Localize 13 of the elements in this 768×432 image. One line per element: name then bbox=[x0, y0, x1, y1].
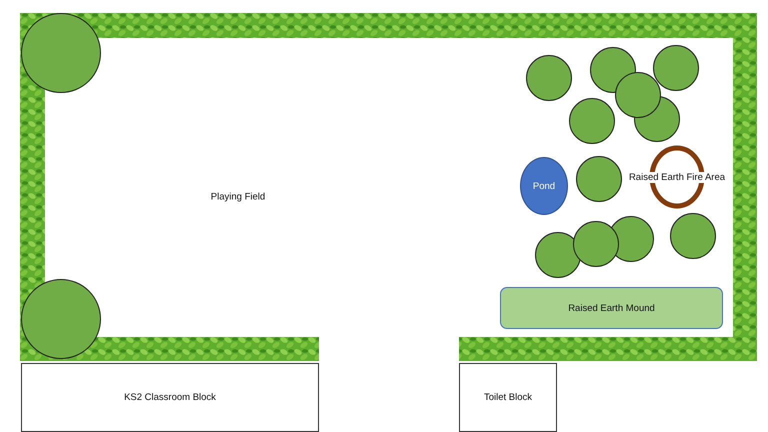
tree-canopy bbox=[573, 221, 619, 267]
tree-canopy bbox=[535, 232, 581, 278]
pond: Pond bbox=[520, 157, 568, 215]
earth-mound: Raised Earth Mound bbox=[500, 287, 723, 329]
area-label: Raised Earth Fire Area bbox=[628, 172, 726, 182]
tree-canopy bbox=[526, 55, 572, 101]
classroom-block: KS2 Classroom Block bbox=[21, 363, 319, 432]
tree-canopy bbox=[569, 98, 615, 144]
area-label: Playing Field bbox=[210, 192, 266, 202]
toilet-block: Toilet Block bbox=[459, 363, 557, 432]
tree-canopy bbox=[576, 156, 622, 202]
tree-canopy bbox=[653, 45, 699, 91]
tree-canopy bbox=[670, 213, 716, 259]
